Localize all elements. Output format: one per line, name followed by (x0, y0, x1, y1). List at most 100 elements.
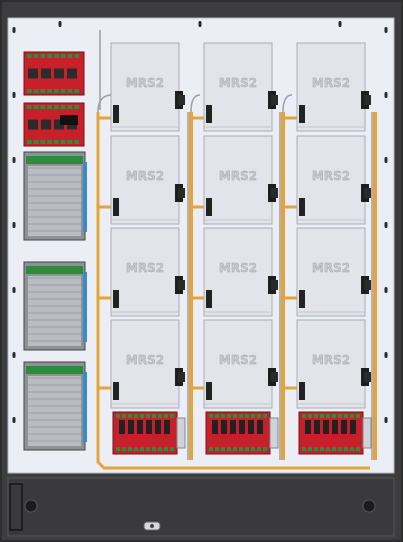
mounting-hole (384, 287, 388, 293)
orange-cable-bottom (96, 112, 370, 470)
io-terminal (320, 447, 324, 451)
io-terminal (164, 414, 168, 418)
mounting-hole (12, 92, 16, 98)
mrs2-module: MRS2 (296, 319, 371, 409)
mrs2-module: MRS2 (110, 42, 185, 132)
module-connector-left (299, 290, 305, 308)
module-housing (110, 227, 180, 317)
mrs2-module: MRS2 (110, 135, 185, 225)
gray-cable-loop (282, 94, 293, 113)
terminal-strip (27, 89, 32, 93)
cable-harness (96, 30, 377, 470)
module-housing (296, 42, 366, 132)
io-terminal (215, 414, 219, 418)
psu-terminal-strip (26, 156, 83, 164)
io-terminal (134, 447, 138, 451)
mrs2-module: MRS2 (203, 135, 278, 225)
power-supply (23, 261, 87, 351)
module-label: MRS2 (312, 261, 350, 275)
terminal-strip (27, 54, 32, 58)
module-label: MRS2 (126, 169, 164, 183)
module-connector-plug (364, 372, 371, 382)
board-sticker-icon (60, 115, 78, 125)
module-connector-left (299, 105, 305, 123)
psu-side-strip (83, 372, 87, 442)
module-connector-left (206, 290, 212, 308)
io-terminal (314, 447, 318, 451)
gray-cable-loop (97, 94, 113, 113)
mounting-hole (384, 352, 388, 358)
io-connector (269, 417, 279, 449)
io-terminal (227, 414, 231, 418)
mrs2-module: MRS2 (110, 227, 185, 317)
mrs2-module: MRS2 (110, 319, 185, 409)
mrs2-module: MRS2 (296, 42, 371, 132)
mrs2-module: MRS2 (296, 135, 371, 225)
io-terminal (326, 414, 330, 418)
io-terminal (209, 414, 213, 418)
module-connector-plug (178, 188, 185, 198)
module-connector-left (299, 382, 305, 400)
mounting-hole (58, 21, 62, 27)
cam-lock-left-icon (24, 499, 38, 513)
psu-side-strip (83, 162, 87, 232)
psu-terminal-strip (26, 266, 83, 274)
io-terminal (209, 447, 213, 451)
module-connector-plug (364, 188, 371, 198)
io-terminal (257, 414, 261, 418)
io-terminal (158, 414, 162, 418)
io-terminal (152, 447, 156, 451)
io-terminal (122, 414, 126, 418)
io-relay (164, 420, 170, 434)
mounting-hole (12, 27, 16, 33)
io-terminal (152, 414, 156, 418)
module-connector-plug (271, 95, 278, 105)
io-terminal (356, 447, 360, 451)
mounting-hole (384, 417, 388, 423)
relay-block (41, 119, 51, 130)
io-terminal (263, 414, 267, 418)
terminal-strip (33, 140, 39, 144)
io-terminal (350, 447, 354, 451)
io-terminal (158, 447, 162, 451)
mounting-hole (384, 157, 388, 163)
module-label: MRS2 (312, 353, 350, 367)
io-terminal (122, 447, 126, 451)
io-terminal (221, 414, 225, 418)
io-terminal (245, 447, 249, 451)
module-label: MRS2 (126, 261, 164, 275)
io-terminal (140, 447, 144, 451)
io-terminal (239, 414, 243, 418)
module-connector-plug (271, 280, 278, 290)
relay-block (67, 68, 77, 79)
psu-terminal-strip (26, 366, 83, 374)
module-housing (203, 319, 273, 409)
terminal-strip (27, 140, 32, 144)
terminal-strip (54, 105, 59, 109)
io-terminal (338, 447, 342, 451)
module-connector-left (206, 105, 212, 123)
module-label: MRS2 (312, 169, 350, 183)
io-terminal (221, 447, 225, 451)
hinge-icon (9, 483, 23, 531)
io-terminal (215, 447, 219, 451)
io-connector (362, 417, 372, 449)
module-connector-left (113, 198, 119, 216)
io-terminal (140, 414, 144, 418)
io-terminal (245, 414, 249, 418)
terminal-strip (27, 105, 32, 109)
module-connector-left (113, 105, 119, 123)
io-board (112, 411, 186, 455)
terminal-strip (47, 105, 52, 109)
io-terminal (251, 414, 255, 418)
terminal-strip (40, 140, 46, 144)
mrs2-module: MRS2 (296, 227, 371, 317)
module-connector-plug (178, 280, 185, 290)
terminal-strip (40, 54, 46, 58)
module-label: MRS2 (126, 76, 164, 90)
io-terminal (302, 447, 306, 451)
module-housing (296, 135, 366, 225)
left-column-equipment (23, 51, 87, 451)
io-board-row (112, 411, 372, 455)
